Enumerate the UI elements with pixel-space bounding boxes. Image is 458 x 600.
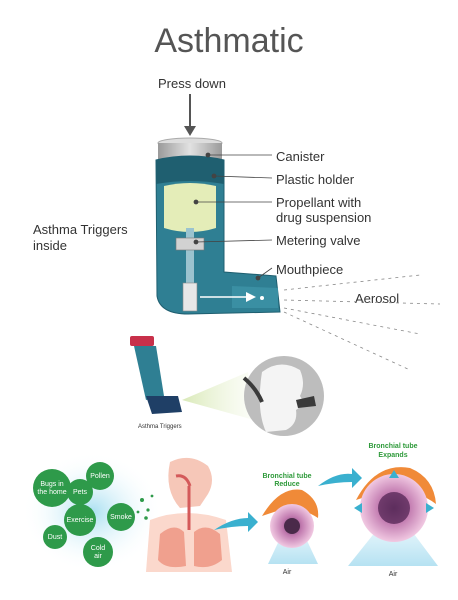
bubble-bugs-line1: Bugs in — [40, 481, 63, 488]
bronchial-reduce-line2: Reduce — [274, 481, 299, 488]
mouthpiece-label: Mouthpiece — [276, 262, 344, 277]
asthma-triggers-line1: Asthma Triggers — [33, 222, 128, 237]
propellant-label-line2: drug suspension — [276, 210, 372, 225]
progression-arrows — [214, 468, 362, 532]
small-inhaler-illustration — [130, 336, 254, 420]
asthma-triggers-caption: Asthma Triggers inside — [33, 222, 128, 254]
bubble-pollen: Pollen — [90, 473, 110, 480]
air-label-left: Air — [283, 569, 292, 576]
bronchial-expand-line1: Bronchial tube — [368, 443, 417, 450]
bronchial-expand-line2: Expands — [378, 452, 407, 459]
bronchial-tube-reduced — [262, 489, 319, 564]
bronchial-reduce-line1: Bronchial tube — [262, 473, 311, 480]
bubble-dust: Dust — [48, 534, 62, 541]
bubble-cold-line1: Cold — [91, 545, 106, 552]
bubble-exercise: Exercise — [67, 517, 94, 524]
bubble-bugs-line2: the home — [37, 489, 66, 496]
asthma-triggers-line2: inside — [33, 238, 67, 253]
press-down-arrow — [184, 94, 196, 136]
particles — [136, 494, 154, 520]
trigger-bubbles — [33, 462, 135, 567]
inhaler-cross-section — [155, 137, 281, 315]
aerosol-spray-lines — [283, 274, 441, 371]
face-inhaling-illustration — [242, 356, 324, 436]
bubble-pets: Pets — [73, 489, 88, 496]
propellant-label-line1: Propellant with — [276, 195, 362, 210]
small-inhaler-caption: Asthma Triggers — [138, 424, 182, 430]
plastic-holder-label: Plastic holder — [276, 172, 355, 187]
press-down-label: Press down — [158, 76, 226, 91]
aerosol-label: Aerosol — [355, 291, 400, 306]
air-label-right: Air — [389, 571, 398, 578]
metering-valve-label: Metering valve — [276, 233, 361, 248]
bronchial-tube-expanded — [348, 467, 438, 566]
page-title: Asthmatic — [154, 22, 304, 60]
lungs-illustration — [146, 457, 232, 572]
leader-lines — [193, 152, 273, 281]
bubble-smoke: Smoke — [110, 514, 132, 521]
bubble-cold-line2: air — [94, 553, 102, 560]
canister-label: Canister — [276, 149, 325, 164]
